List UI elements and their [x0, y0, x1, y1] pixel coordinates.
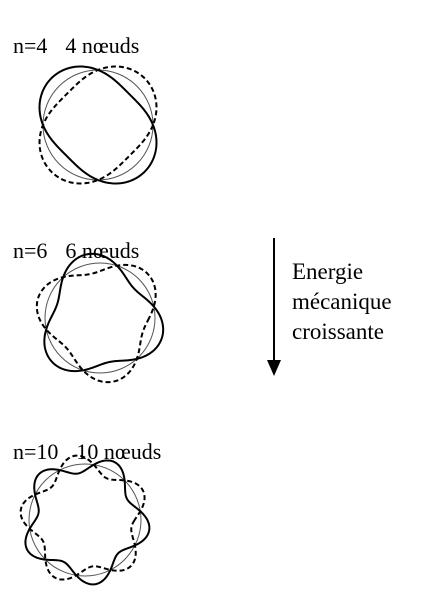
- mode-4-label: n=4 4 nœuds: [2, 7, 139, 59]
- deformed-shape-solid: [43, 252, 165, 373]
- deformed-shape-dashed: [19, 454, 146, 581]
- deformed-shape-dashed: [35, 263, 157, 384]
- rest-circle: [42, 69, 154, 181]
- mode-10-nodes-text: 10 nœuds: [76, 439, 162, 464]
- mode-6-nodes-text: 6 nœuds: [65, 238, 140, 263]
- mode-4-nodes-text: 4 nœuds: [65, 33, 140, 58]
- mode-10-label: n=10 10 nœuds: [2, 413, 161, 465]
- rest-circle: [28, 463, 142, 577]
- energy-caption-line3: croissante: [292, 319, 384, 344]
- energy-caption-line1: Energie: [292, 259, 364, 284]
- mode-6-n-text: n=6: [13, 238, 48, 263]
- energy-caption: Energie mécanique croissante: [292, 257, 392, 347]
- deformed-shape-solid: [24, 459, 151, 586]
- mode-6-label: n=6 6 nœuds: [2, 212, 139, 264]
- rest-circle: [44, 262, 156, 374]
- deformed-shape-dashed: [38, 65, 158, 185]
- mode-10-diagram: [19, 454, 151, 586]
- mode-4-n-text: n=4: [13, 33, 48, 58]
- arrow-head-icon: [267, 360, 281, 376]
- energy-arrow: [267, 238, 281, 376]
- mode-4-diagram: [38, 65, 158, 185]
- mode-10-n-text: n=10: [13, 439, 59, 464]
- energy-caption-line2: mécanique: [292, 289, 392, 314]
- mode-6-diagram: [35, 252, 165, 384]
- deformed-shape-solid: [38, 65, 158, 185]
